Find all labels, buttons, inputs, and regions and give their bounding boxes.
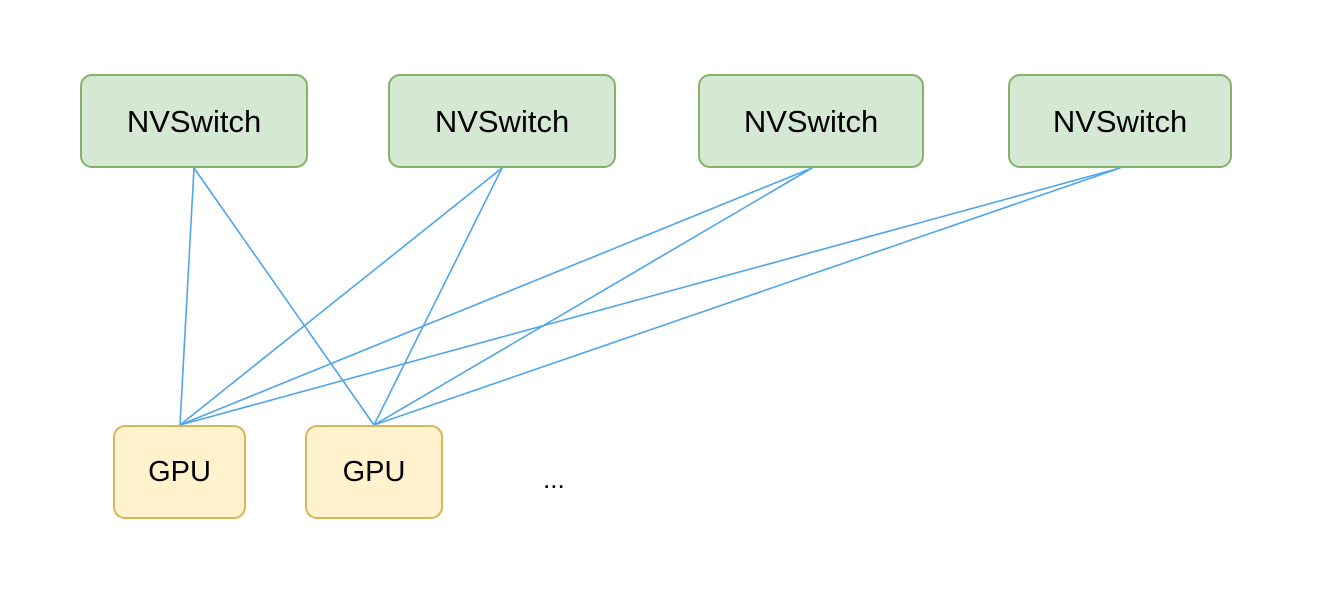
edge-nvswitch-2-to-gpu-2 [373,167,503,426]
edge-nvswitch-4-to-gpu-1 [179,167,1121,426]
edge-nvswitch-1-to-gpu-1 [179,167,195,426]
nvswitch-4-label: NVSwitch [1052,103,1188,139]
node-gpu-1[interactable]: GPU [113,425,246,519]
edge-nvswitch-2-to-gpu-1 [179,167,503,426]
nvswitch-2-label: NVSwitch [434,103,570,139]
edge-nvswitch-3-to-gpu-1 [179,167,813,426]
more-gpus-ellipsis: ... [543,464,565,494]
nvswitch-3-label: NVSwitch [743,103,879,139]
node-nvswitch-3[interactable]: NVSwitch [698,74,924,168]
node-nvswitch-2[interactable]: NVSwitch [388,74,616,168]
edge-nvswitch-1-to-gpu-2 [193,167,375,426]
edge-nvswitch-4-to-gpu-2 [373,167,1121,426]
nvswitch-1-label: NVSwitch [126,103,262,139]
edge-nvswitch-3-to-gpu-2 [373,167,813,426]
gpu-2-label: GPU [342,455,406,488]
node-gpu-2[interactable]: GPU [305,425,443,519]
node-nvswitch-4[interactable]: NVSwitch [1008,74,1232,168]
node-nvswitch-1[interactable]: NVSwitch [80,74,308,168]
gpu-1-label: GPU [148,455,211,488]
